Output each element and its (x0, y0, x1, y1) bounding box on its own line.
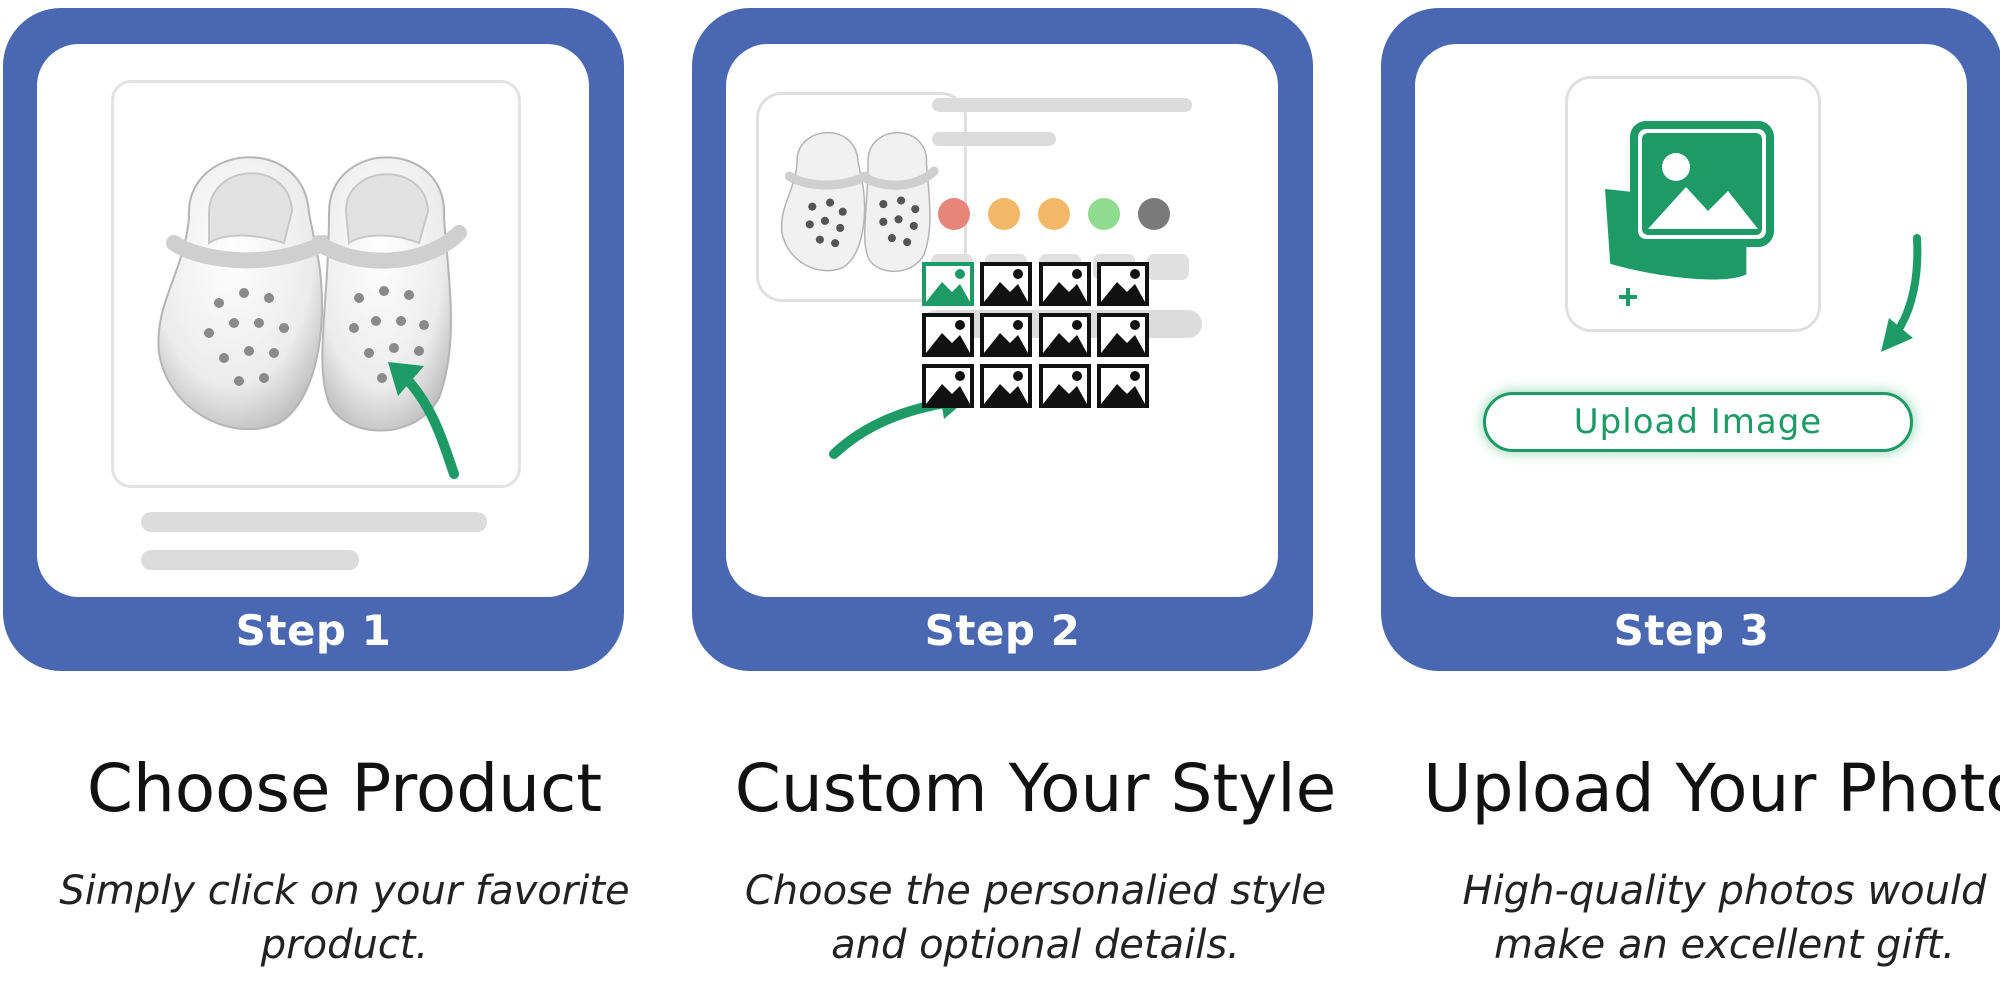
step-1-description: Simply click on your favorite product. (0, 864, 689, 972)
step-2-title: Custom Your Style (734, 750, 1337, 827)
image-option[interactable] (1039, 262, 1091, 306)
image-option-selected[interactable] (922, 262, 974, 306)
step-1-title: Choose Product (86, 750, 603, 827)
step-3-title: Upload Your Photo (1423, 750, 2000, 827)
size-chip[interactable] (1147, 254, 1189, 280)
description-line: Choose the personalied style (744, 868, 1327, 914)
color-swatch-orange[interactable] (988, 198, 1020, 230)
step-1-card: Step 1 (3, 8, 624, 671)
step-1-panel (37, 44, 589, 597)
description-line: and optional details. (831, 922, 1240, 968)
clog-shoes-image (780, 131, 939, 273)
image-option[interactable] (1039, 313, 1091, 357)
image-option[interactable] (980, 313, 1032, 357)
image-placeholder-icon (922, 262, 974, 306)
product-image-frame[interactable] (111, 80, 521, 488)
image-option[interactable] (922, 313, 974, 357)
green-arrow-icon (388, 362, 459, 479)
step-2-description: Choose the personalied style and optiona… (691, 864, 1380, 972)
description-line: High-quality photos would (1462, 868, 1987, 914)
image-option[interactable] (1097, 313, 1149, 357)
color-swatch-yellow[interactable] (1038, 198, 1070, 230)
image-option[interactable] (922, 364, 974, 408)
step-2-card: Step 2 (692, 8, 1313, 671)
image-placeholder-icon (1039, 262, 1091, 306)
step-1-label: Step 1 (235, 606, 392, 655)
step-3-description: High-quality photos would make an excell… (1380, 864, 2000, 972)
color-swatch-green[interactable] (1088, 198, 1120, 230)
clog-shoes-image (157, 156, 467, 432)
image-placeholder-icon (922, 313, 974, 357)
image-placeholder-icon (980, 262, 1032, 306)
image-option[interactable] (1097, 262, 1149, 306)
green-arrow-icon (1881, 234, 1922, 352)
color-swatch-red[interactable] (938, 198, 970, 230)
upload-image-button[interactable]: Upload Image (1483, 392, 1913, 452)
add-photo-icon (1605, 121, 1774, 306)
placeholder-line-1 (932, 98, 1192, 112)
placeholder-line-1 (141, 512, 487, 532)
step-2-panel (726, 44, 1278, 597)
image-placeholder-icon (922, 364, 974, 408)
image-option[interactable] (1097, 364, 1149, 408)
image-option[interactable] (1039, 364, 1091, 408)
image-option[interactable] (980, 262, 1032, 306)
image-placeholder-icon (1039, 313, 1091, 357)
step-3-card: Upload Image Step 3 (1381, 8, 2000, 671)
description-line: Simply click on your favorite (59, 868, 630, 914)
image-placeholder-icon (1097, 364, 1149, 408)
image-placeholder-icon (980, 313, 1032, 357)
description-line: make an excellent gift. (1494, 922, 1955, 968)
color-swatch-gray[interactable] (1138, 198, 1170, 230)
step-2-label: Step 2 (924, 606, 1081, 655)
image-placeholder-icon (980, 364, 1032, 408)
image-placeholder-icon (1039, 364, 1091, 408)
upload-drop-area[interactable] (1565, 76, 1821, 332)
image-option[interactable] (980, 364, 1032, 408)
description-line: product. (260, 922, 429, 968)
image-placeholder-icon (1097, 313, 1149, 357)
placeholder-line-2 (932, 132, 1056, 146)
image-placeholder-icon (1097, 262, 1149, 306)
step-3-label: Step 3 (1613, 606, 1770, 655)
step-3-panel: Upload Image (1415, 44, 1967, 597)
placeholder-line-2 (141, 550, 359, 570)
